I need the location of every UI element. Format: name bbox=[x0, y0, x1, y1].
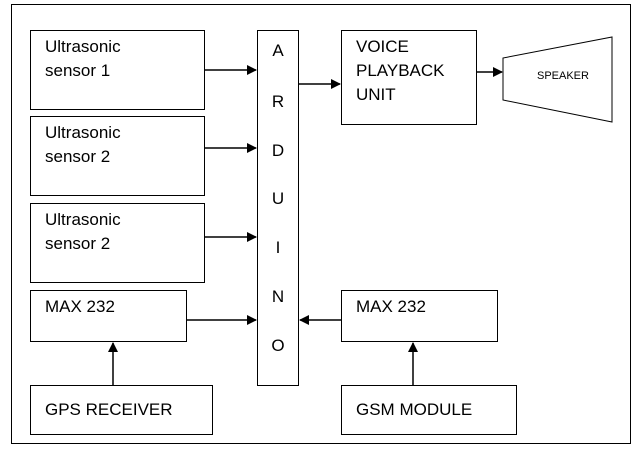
gps-receiver-block: GPS RECEIVER bbox=[30, 385, 213, 435]
arduino-letter: D bbox=[271, 141, 285, 160]
speaker-shape bbox=[502, 36, 613, 123]
arduino-letter: R bbox=[271, 92, 285, 111]
arduino-block: A R D U I N O bbox=[257, 30, 299, 386]
gsm-module-block: GSM MODULE bbox=[341, 385, 517, 435]
ultrasonic-sensor-2b-block: Ultrasonic sensor 2 bbox=[30, 203, 205, 283]
arduino-letter: U bbox=[271, 189, 285, 208]
voice-playback-unit-block: VOICE PLAYBACK UNIT bbox=[341, 30, 477, 125]
diagram-frame bbox=[11, 4, 631, 444]
max232-right-block: MAX 232 bbox=[341, 290, 498, 342]
max232-left-block: MAX 232 bbox=[30, 290, 187, 342]
arduino-letter: A bbox=[272, 41, 284, 60]
arduino-letter: N bbox=[271, 287, 285, 306]
arduino-letter: I bbox=[275, 238, 281, 257]
ultrasonic-sensor-2a-block: Ultrasonic sensor 2 bbox=[30, 116, 205, 196]
arduino-letter: O bbox=[271, 336, 285, 355]
speaker-label: SPEAKER bbox=[537, 70, 589, 82]
ultrasonic-sensor-1-block: Ultrasonic sensor 1 bbox=[30, 30, 205, 110]
